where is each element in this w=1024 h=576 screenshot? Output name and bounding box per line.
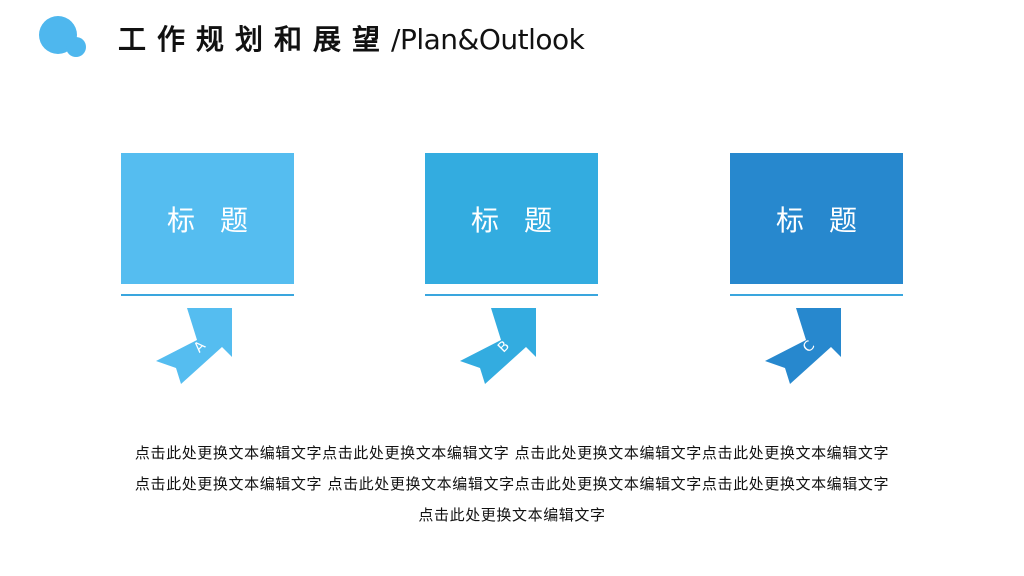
card-b-divider: [425, 294, 598, 296]
body-line-3: 点击此处更换文本编辑文字: [418, 506, 606, 524]
card-b-title: 标 题: [471, 203, 560, 237]
bubble-logo-icon: [39, 16, 86, 57]
body-line-1: 点击此处更换文本编辑文字点击此处更换文本编辑文字 点击此处更换文本编辑文字点击此…: [134, 444, 890, 462]
card-a-title: 标 题: [167, 203, 256, 237]
page-title: 工作规划和展望/Plan&Outlook: [118, 20, 585, 60]
page-title-cn: 工作规划和展望: [118, 23, 392, 56]
card-b: 标 题: [425, 153, 598, 284]
arrow-a-icon: A: [156, 308, 232, 384]
body-paragraph: 点击此处更换文本编辑文字 点击此处更换文本编辑文字 点击此处更换文本编辑文字点击此…: [96, 438, 928, 531]
card-a-divider: [121, 294, 294, 296]
page-title-en: /Plan&Outlook: [391, 23, 585, 56]
body-line-2: 点击此处更换文本编辑文字 点击此处更换文本编辑文字点击此处更换文本编辑文字点击此…: [134, 475, 890, 493]
arrow-c-icon: C: [765, 308, 841, 384]
arrow-b-icon: B: [460, 308, 536, 384]
card-c-divider: [730, 294, 903, 296]
card-c: 标 题: [730, 153, 903, 284]
card-c-title: 标 题: [776, 203, 865, 237]
card-a: 标 题: [121, 153, 294, 284]
